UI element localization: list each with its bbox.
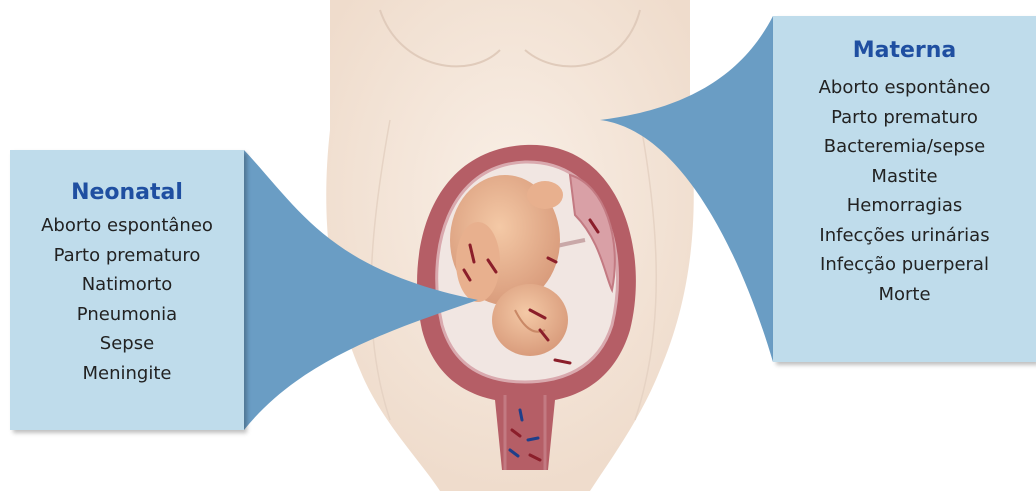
- neonatal-list: Aborto espontâneo Parto prematuro Natimo…: [10, 211, 244, 388]
- list-item: Infecção puerperal: [773, 250, 1036, 280]
- list-item: Bacteremia/sepse: [773, 132, 1036, 162]
- materna-list: Aborto espontâneo Parto prematuro Bacter…: [773, 73, 1036, 309]
- list-item: Parto prematuro: [10, 241, 244, 271]
- list-item: Parto prematuro: [773, 103, 1036, 133]
- neonatal-box: Neonatal Aborto espontâneo Parto prematu…: [10, 150, 244, 430]
- materna-title: Materna: [773, 38, 1036, 63]
- list-item: Morte: [773, 280, 1036, 310]
- list-item: Mastite: [773, 162, 1036, 192]
- list-item: Aborto espontâneo: [773, 73, 1036, 103]
- list-item: Sepse: [10, 329, 244, 359]
- list-item: Pneumonia: [10, 300, 244, 330]
- list-item: Infecções urinárias: [773, 221, 1036, 251]
- list-item: Natimorto: [10, 270, 244, 300]
- list-item: Meningite: [10, 359, 244, 389]
- list-item: Hemorragias: [773, 191, 1036, 221]
- materna-box: Materna Aborto espontâneo Parto prematur…: [773, 16, 1036, 362]
- list-item: Aborto espontâneo: [10, 211, 244, 241]
- neonatal-title: Neonatal: [10, 180, 244, 205]
